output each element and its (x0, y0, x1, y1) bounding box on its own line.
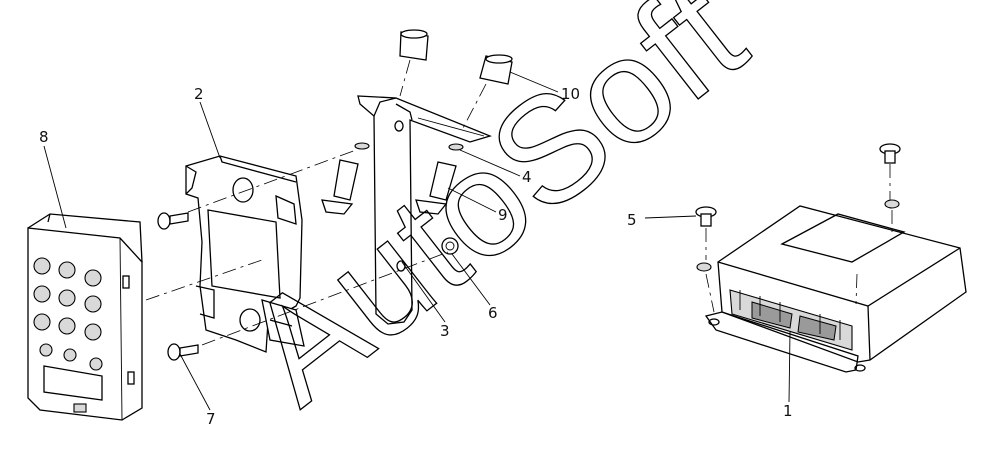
part-labels: 1 2 3 4 5 6 7 8 9 10 (39, 85, 793, 428)
part-7-screws (157, 212, 199, 361)
label-part-2: 2 (194, 85, 204, 103)
label-part-3: 3 (440, 322, 450, 340)
part-2-mounting-frame (185, 155, 305, 353)
label-part-10: 10 (561, 85, 580, 103)
label-part-7: 7 (206, 410, 216, 428)
assembly-lines (145, 59, 893, 346)
label-part-9: 9 (498, 206, 508, 224)
part-10-caps (399, 29, 513, 85)
label-part-6: 6 (488, 304, 498, 322)
leader-lines (43, 71, 791, 411)
label-part-8: 8 (39, 128, 49, 146)
label-part-4: 4 (522, 168, 532, 186)
part-1-control-unit (704, 205, 967, 373)
label-part-5: 5 (627, 211, 637, 229)
part-3-bracket (357, 95, 492, 325)
part-9-bolts (321, 159, 457, 215)
part-8-keypad-panel (27, 213, 143, 421)
part-6-nut (441, 237, 459, 255)
keypad-buttons (33, 257, 103, 371)
part-4-washers (354, 142, 464, 151)
label-part-1: 1 (783, 402, 793, 420)
